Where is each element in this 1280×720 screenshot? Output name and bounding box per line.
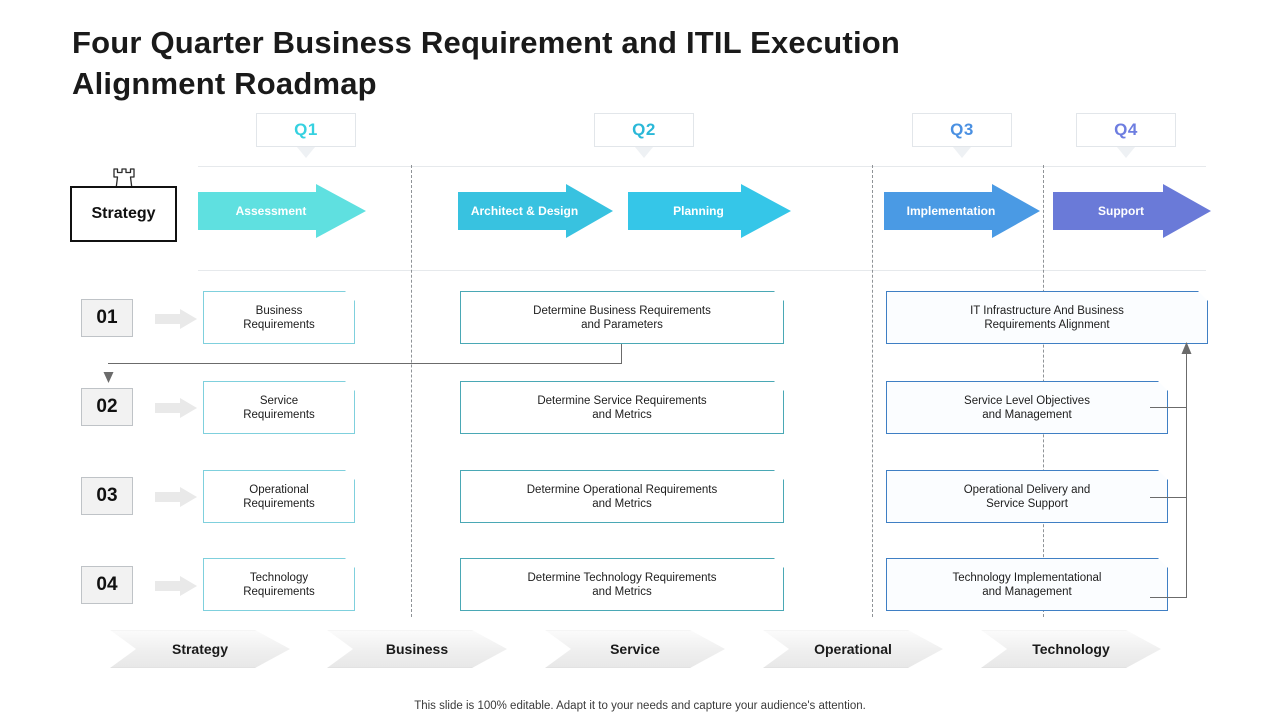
strategy-marker-box[interactable]: Strategy — [70, 186, 177, 242]
bottom-chevron-service[interactable]: Service — [545, 630, 725, 668]
phase-label: Planning — [673, 204, 724, 218]
box-text: IT Infrastructure And Business Requireme… — [970, 304, 1124, 331]
phase-arrow-assessment[interactable]: Assessment — [198, 184, 366, 238]
box-text: Determine Business Requirements and Para… — [533, 304, 711, 331]
quarter-tail-q1 — [256, 147, 356, 158]
row-04-col2-box[interactable]: Determine Technology Requirements and Me… — [460, 558, 784, 611]
phase-arrow-implementation[interactable]: Implementation — [884, 184, 1040, 238]
bottom-chevron-technology[interactable]: Technology — [981, 630, 1161, 668]
row-03-col3-box[interactable]: Operational Delivery and Service Support — [886, 470, 1168, 523]
connector-stub-row03 — [1150, 497, 1187, 498]
box-text: Business Requirements — [243, 304, 315, 331]
quarter-tail-q3 — [912, 147, 1012, 158]
quarter-chip-q2: Q2 — [594, 113, 694, 147]
strategy-label: Strategy — [91, 205, 156, 222]
quarter-chip-q1: Q1 — [256, 113, 356, 147]
quarter-header-q4[interactable]: Q4 — [1076, 113, 1176, 158]
phase-label: Support — [1098, 204, 1144, 218]
quarter-label: Q3 — [950, 120, 974, 139]
quarter-header-q3[interactable]: Q3 — [912, 113, 1012, 158]
box-text: Service Level Objectives and Management — [964, 394, 1090, 421]
row-number-label: 04 — [96, 574, 118, 595]
bottom-chevron-business[interactable]: Business — [327, 630, 507, 668]
row-number-label: 01 — [96, 307, 118, 328]
bottom-chevron-operational[interactable]: Operational — [763, 630, 943, 668]
row-04-col1-box[interactable]: Technology Requirements — [203, 558, 355, 611]
box-text: Determine Technology Requirements and Me… — [527, 571, 717, 598]
phase-label: Implementation — [906, 204, 996, 218]
connector-down-arrow-icon — [101, 363, 116, 383]
row-02-col3-box[interactable]: Service Level Objectives and Management — [886, 381, 1168, 434]
row-04-col3-box[interactable]: Technology Implementational and Manageme… — [886, 558, 1168, 611]
band-rule-top — [198, 166, 1206, 167]
row-01-col3-box[interactable]: IT Infrastructure And Business Requireme… — [886, 291, 1208, 344]
phase-arrow-planning[interactable]: Planning — [628, 184, 791, 238]
chevron-label: Business — [385, 641, 449, 657]
row-number-03: 03 — [81, 477, 133, 515]
box-text: Service Requirements — [243, 394, 315, 421]
box-text: Technology Implementational and Manageme… — [952, 571, 1102, 598]
divider-q2-q3 — [872, 165, 873, 617]
connector-stub-row04 — [1150, 597, 1187, 598]
quarter-chip-q3: Q3 — [912, 113, 1012, 147]
phase-arrow-architect-design[interactable]: Architect & Design — [458, 184, 613, 238]
quarter-label: Q1 — [294, 120, 318, 139]
row-arrow-02-icon — [155, 398, 197, 418]
box-text: Operational Delivery and Service Support — [963, 483, 1091, 510]
band-rule-bottom — [198, 270, 1206, 271]
row-number-02: 02 — [81, 388, 133, 426]
chevron-label: Service — [610, 641, 660, 657]
row-01-col1-box[interactable]: Business Requirements — [203, 291, 355, 344]
quarter-label: Q4 — [1114, 120, 1138, 139]
quarter-chip-q4: Q4 — [1076, 113, 1176, 147]
box-text: Technology Requirements — [243, 571, 315, 598]
box-text: Determine Service Requirements and Metri… — [537, 394, 707, 421]
divider-q1-q2 — [411, 165, 412, 617]
row-arrow-04-icon — [155, 576, 197, 596]
row-number-label: 03 — [96, 485, 118, 506]
quarter-tail-q4 — [1076, 147, 1176, 158]
chevron-label: Strategy — [171, 641, 229, 657]
page-title: Four Quarter Business Requirement and IT… — [72, 25, 901, 101]
row-02-col2-box[interactable]: Determine Service Requirements and Metri… — [460, 381, 784, 434]
row-02-col1-box[interactable]: Service Requirements — [203, 381, 355, 434]
row-number-04: 04 — [81, 566, 133, 604]
connector-stub-row02 — [1150, 407, 1187, 408]
chevron-label: Operational — [814, 641, 892, 657]
box-text: Operational Requirements — [243, 483, 315, 510]
row-03-col2-box[interactable]: Determine Operational Requirements and M… — [460, 470, 784, 523]
connector-horizontal-left — [108, 363, 622, 364]
quarter-header-q1[interactable]: Q1 — [256, 113, 356, 158]
phase-label: Assessment — [235, 204, 307, 218]
box-text: Determine Operational Requirements and M… — [526, 483, 718, 510]
phase-label: Architect & Design — [470, 204, 579, 218]
row-arrow-01-icon — [155, 309, 197, 329]
row-arrow-03-icon — [155, 487, 197, 507]
quarter-label: Q2 — [632, 120, 656, 139]
row-03-col1-box[interactable]: Operational Requirements — [203, 470, 355, 523]
row-number-01: 01 — [81, 299, 133, 337]
chevron-label: Technology — [1032, 641, 1110, 657]
quarter-header-q2[interactable]: Q2 — [594, 113, 694, 158]
phase-arrow-support[interactable]: Support — [1053, 184, 1211, 238]
bottom-chevron-strategy[interactable]: Strategy — [110, 630, 290, 668]
connector-vertical-drop — [621, 344, 622, 364]
connector-up-arrow-icon — [1179, 342, 1194, 358]
row-01-col2-box[interactable]: Determine Business Requirements and Para… — [460, 291, 784, 344]
footer-note: This slide is 100% editable. Adapt it to… — [414, 700, 866, 712]
row-number-label: 02 — [96, 396, 118, 417]
quarter-tail-q2 — [594, 147, 694, 158]
connector-right-trunk — [1186, 352, 1187, 597]
